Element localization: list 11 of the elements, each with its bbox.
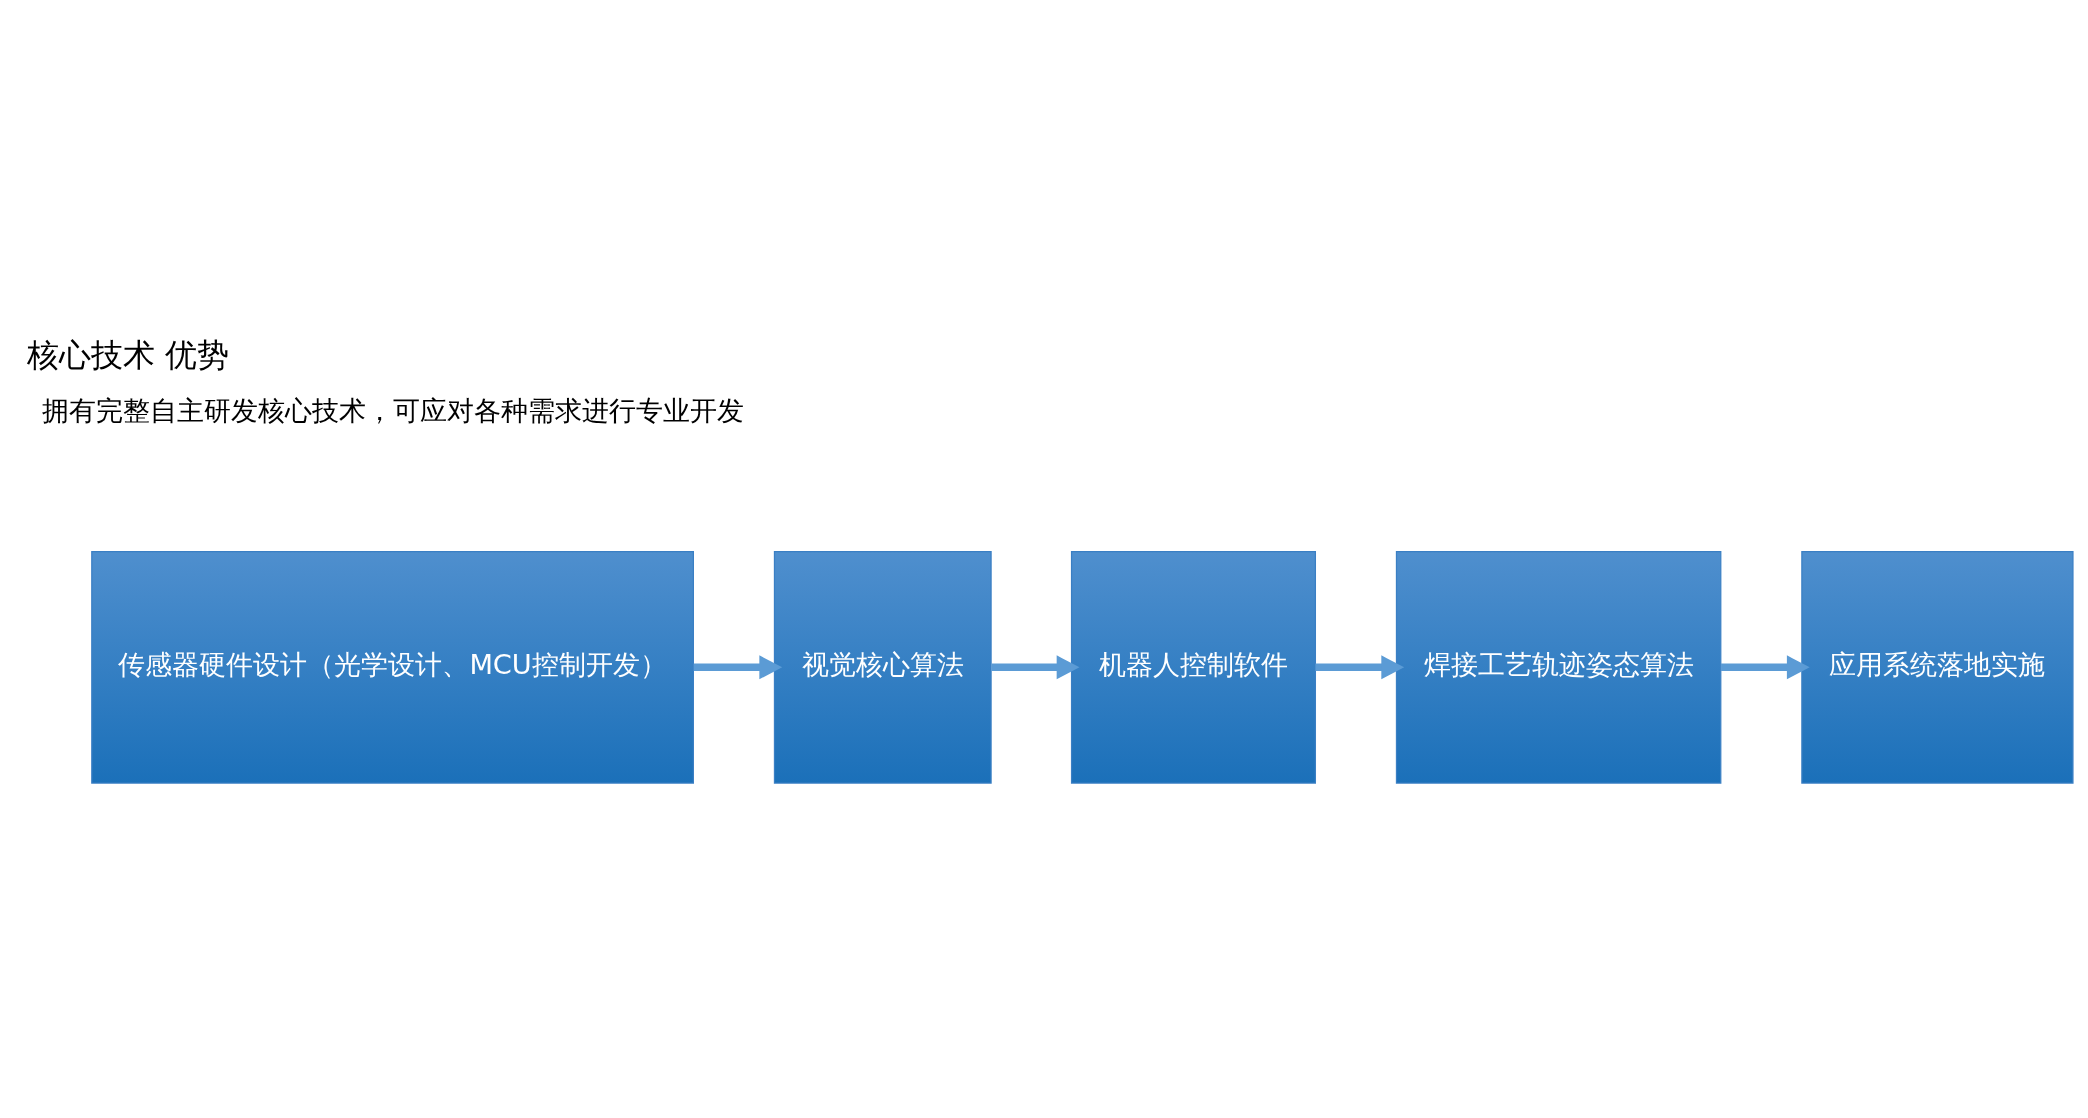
arrow (1721, 655, 1810, 680)
arrow (991, 655, 1080, 680)
node-box: 机器人控制软件 (1070, 550, 1316, 784)
arrow (1315, 655, 1405, 680)
label: 拥有完整自主研发核心技术，可应对各种需求进行专业开发 (41, 394, 744, 426)
node-box: 传感器硬件设计（光学设计、MCU控制开发） (91, 550, 694, 784)
node-box: 焊接工艺轨迹姿态算法 (1395, 550, 1722, 784)
node-box: 应用系统落地实施 (1801, 550, 2074, 784)
diagram-title: 核心技术 优势 (26, 335, 229, 374)
arrow (693, 655, 783, 680)
node-box: 视觉核心算法 (773, 550, 992, 784)
